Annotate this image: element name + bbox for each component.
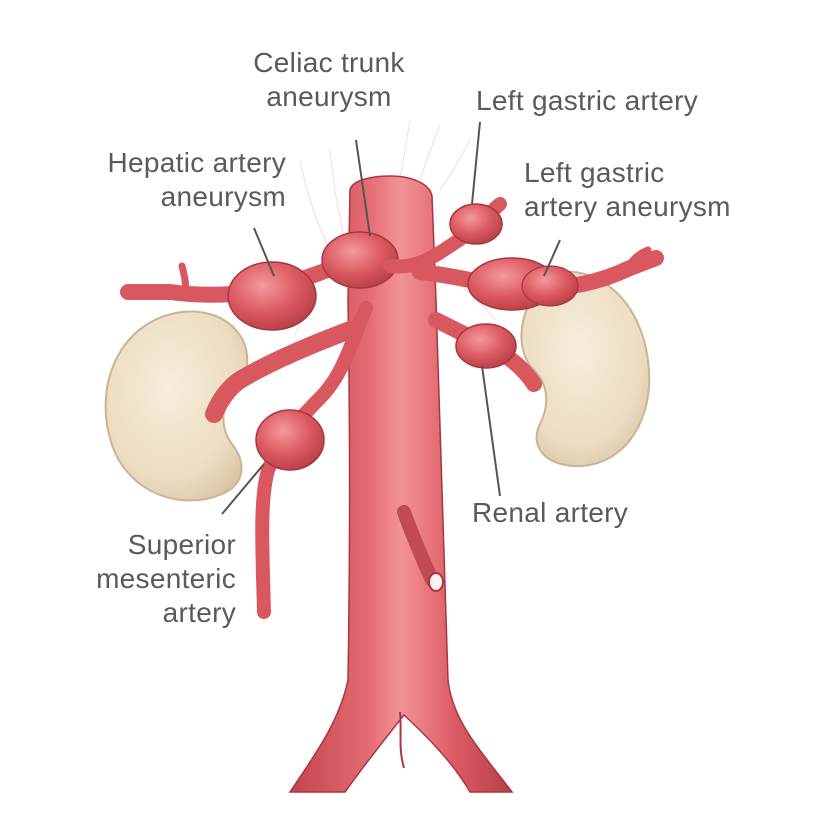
label-line: Hepatic artery <box>107 147 286 178</box>
label-line: mesenteric <box>96 563 236 594</box>
inferior-mesenteric-branch <box>397 505 439 587</box>
label-line: Left gastric <box>524 157 665 188</box>
label-left-gastric-artery-aneurysm: Left gastric artery aneurysm <box>524 156 731 224</box>
aorta <box>288 175 514 793</box>
label-renal-artery: Renal artery <box>472 496 628 530</box>
label-left-gastric-artery: Left gastric artery <box>476 84 698 118</box>
right-kidney <box>104 310 249 502</box>
hepatic-artery-aneurysm <box>227 261 317 331</box>
label-line: aneurysm <box>266 81 392 112</box>
label-line: artery aneurysm <box>524 191 731 222</box>
label-hepatic-artery-aneurysm: Hepatic artery aneurysm <box>40 146 286 214</box>
label-line: aneurysm <box>160 181 286 212</box>
leader-lines <box>221 121 561 515</box>
label-line: Renal artery <box>472 497 629 528</box>
label-superior-mesenteric-artery: Superior mesenteric artery <box>40 528 236 630</box>
label-line: Left gastric artery <box>476 85 699 116</box>
label-line: Celiac trunk <box>253 47 405 78</box>
sma-aneurysm <box>255 409 325 471</box>
label-celiac-trunk-aneurysm: Celiac trunk aneurysm <box>224 46 434 114</box>
left-kidney <box>520 270 651 468</box>
label-line: Superior <box>127 529 236 560</box>
label-line: artery <box>162 597 236 628</box>
right-renal-artery <box>205 321 359 423</box>
